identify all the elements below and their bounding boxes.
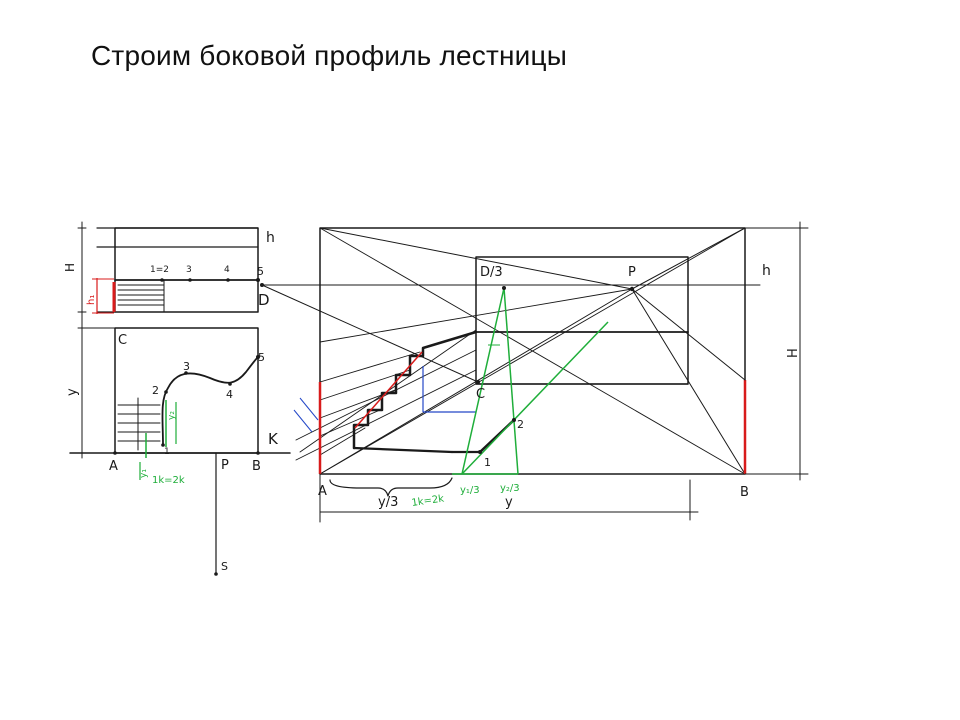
side-view: C y 1 2 3 4 5 y₁ y₂ 1k=2k A P B S	[65, 321, 291, 576]
plan-label-h: h	[266, 230, 275, 246]
persp-point-1	[478, 450, 482, 454]
plan-view: h H h₁ 1=2 3 4 5 D	[63, 221, 275, 326]
convergence-line	[319, 288, 633, 343]
plan-label-h1: h₁	[86, 295, 97, 305]
persp-label-h: h	[762, 263, 771, 279]
green-construction	[461, 321, 609, 475]
fan-line	[295, 349, 477, 441]
side-point-b	[256, 451, 260, 455]
side-point-s	[214, 572, 218, 576]
side-label-S: S	[221, 560, 228, 573]
blue-guide	[293, 409, 313, 433]
distance-line	[261, 284, 479, 383]
side-label-4: 4	[226, 388, 233, 401]
stair-profile	[352, 330, 478, 450]
persp-label-C: C	[476, 387, 485, 402]
persp-label-y23: y₂/3	[500, 483, 520, 494]
plan-label-3: 3	[186, 265, 192, 275]
persp-label-A: A	[318, 484, 327, 499]
side-point	[256, 355, 260, 359]
persp-label-y: y	[505, 495, 513, 510]
convergence-line	[319, 227, 633, 290]
diagonal-line	[319, 227, 746, 475]
stair-red-nosing	[354, 351, 423, 429]
side-label-C: C	[118, 333, 127, 348]
side-label-1: 1	[164, 447, 170, 457]
plan-label-4: 4	[224, 265, 230, 275]
persp-point-c	[476, 380, 480, 384]
convergence-line	[631, 227, 746, 290]
side-label-y2: y₂	[167, 411, 177, 420]
side-label-y: y	[65, 388, 80, 396]
side-label-B: B	[252, 459, 261, 474]
side-label-k: 1k=2k	[152, 475, 185, 486]
persp-point-d3	[502, 286, 506, 290]
plan-point	[226, 278, 230, 282]
persp-label-D3: D/3	[480, 265, 503, 280]
blue-guide	[299, 397, 319, 421]
persp-label-H: H	[786, 348, 801, 358]
persp-label-B: B	[740, 485, 749, 500]
green-construction	[503, 287, 519, 475]
persp-label-K: K	[268, 430, 279, 448]
persp-point-2	[512, 418, 516, 422]
plan-label-D: D	[258, 291, 270, 309]
fan-line	[319, 351, 421, 383]
side-label-A: A	[109, 459, 118, 474]
side-wall-curve	[161, 356, 259, 446]
side-label-5: 5	[258, 351, 265, 364]
side-point	[164, 390, 168, 394]
side-label-3: 3	[183, 360, 190, 373]
persp-label-1: 1	[484, 456, 491, 469]
persp-point-d	[260, 283, 264, 287]
persp-label-y13: y₁/3	[460, 485, 480, 496]
persp-label-k: 1k=2k	[411, 493, 445, 508]
persp-label-y3: y/3	[378, 495, 398, 510]
side-point	[228, 382, 232, 386]
slide-title: Строим боковой профиль лестницы	[91, 40, 568, 71]
outer-frame	[319, 227, 746, 475]
side-point-a	[113, 451, 117, 455]
side-label-P: P	[221, 458, 229, 473]
persp-label-2: 2	[517, 418, 524, 431]
side-frame	[114, 327, 259, 454]
persp-label-P: P	[628, 265, 636, 280]
plan-label-5: 5	[257, 265, 264, 278]
convergence-line	[631, 288, 746, 475]
green-construction	[461, 287, 505, 475]
side-label-2: 2	[152, 384, 159, 397]
side-point	[184, 371, 188, 375]
fan-line	[295, 369, 477, 461]
side-label-y1: y₁	[139, 469, 149, 478]
persp-point-p	[629, 286, 635, 292]
plan-point	[256, 278, 260, 282]
stair-base	[352, 446, 454, 454]
plan-point	[188, 278, 192, 282]
plan-point	[160, 278, 164, 282]
fan-line	[319, 427, 366, 456]
arrow-line	[631, 288, 746, 381]
plan-label-1-2: 1=2	[150, 265, 169, 275]
perspective-view: h	[260, 221, 809, 523]
y3-brace	[329, 477, 453, 497]
side-point	[161, 443, 165, 447]
plan-label-H: H	[63, 263, 77, 272]
